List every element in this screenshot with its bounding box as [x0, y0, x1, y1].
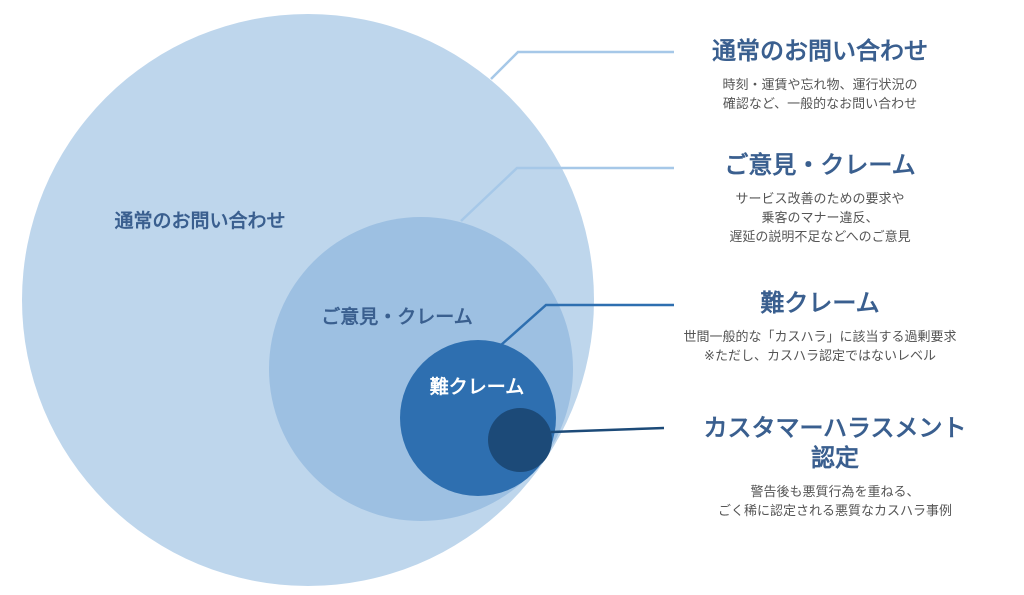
- inner-circle-label: 難クレーム: [430, 375, 524, 398]
- connector-line-opinions-complaints: [460, 166, 674, 222]
- category-customer-harassment: カスタマーハラスメント 認定 警告後も悪質行為を重ねる、 ごく稀に認定される悪質…: [650, 413, 1020, 521]
- category-description: 時刻・運賃や忘れ物、運行状況の 確認など、一般的なお問い合わせ: [640, 76, 1000, 114]
- description-line: 確認など、一般的なお問い合わせ: [722, 97, 918, 112]
- category-description: 世間一般的な「カスハラ」に該当する過剰要求 ※ただし、カスハラ認定ではないレベル: [630, 328, 1010, 366]
- category-title-line2: 認定: [811, 444, 859, 472]
- description-line: 遅延の説明不足などへのご意見: [729, 230, 911, 245]
- category-difficult-complaints: 難クレーム 世間一般的な「カスハラ」に該当する過剰要求 ※ただし、カスハラ認定で…: [630, 288, 1010, 366]
- connector-line-customer-harassment: [550, 426, 665, 434]
- middle-circle-label: ご意見・クレーム: [321, 305, 472, 328]
- core-circle-customer-harassment: [488, 408, 552, 472]
- description-line: 世間一般的な「カスハラ」に該当する過剰要求: [683, 330, 957, 345]
- description-line: ※ただし、カスハラ認定ではないレベル: [704, 349, 936, 364]
- outer-circle-label: 通常のお問い合わせ: [114, 209, 285, 232]
- category-opinions-complaints: ご意見・クレーム サービス改善のための要求や 乗客のマナー違反、 遅延の説明不足…: [640, 150, 1000, 247]
- category-description: 警告後も悪質行為を重ねる、 ごく稀に認定される悪質なカスハラ事例: [650, 483, 1020, 521]
- description-line: 警告後も悪質行為を重ねる、: [750, 485, 920, 500]
- description-line: ごく稀に認定される悪質なカスハラ事例: [717, 504, 952, 519]
- category-general-inquiries: 通常のお問い合わせ 時刻・運賃や忘れ物、運行状況の 確認など、一般的なお問い合わ…: [640, 36, 1000, 114]
- connector-line-difficult-complaints: [500, 303, 674, 346]
- description-line: 乗客のマナー違反、: [761, 211, 879, 226]
- connector-line-general-inquiries: [490, 50, 674, 80]
- category-title: カスタマーハラスメント: [703, 414, 967, 442]
- category-title: ご意見・クレーム: [724, 151, 916, 179]
- category-description: サービス改善のための要求や 乗客のマナー違反、 遅延の説明不足などへのご意見: [640, 190, 1000, 247]
- category-title: 難クレーム: [760, 289, 880, 317]
- description-line: 時刻・運賃や忘れ物、運行状況の: [722, 78, 918, 93]
- description-line: サービス改善のための要求や: [735, 192, 905, 207]
- category-title: 通常のお問い合わせ: [712, 37, 928, 65]
